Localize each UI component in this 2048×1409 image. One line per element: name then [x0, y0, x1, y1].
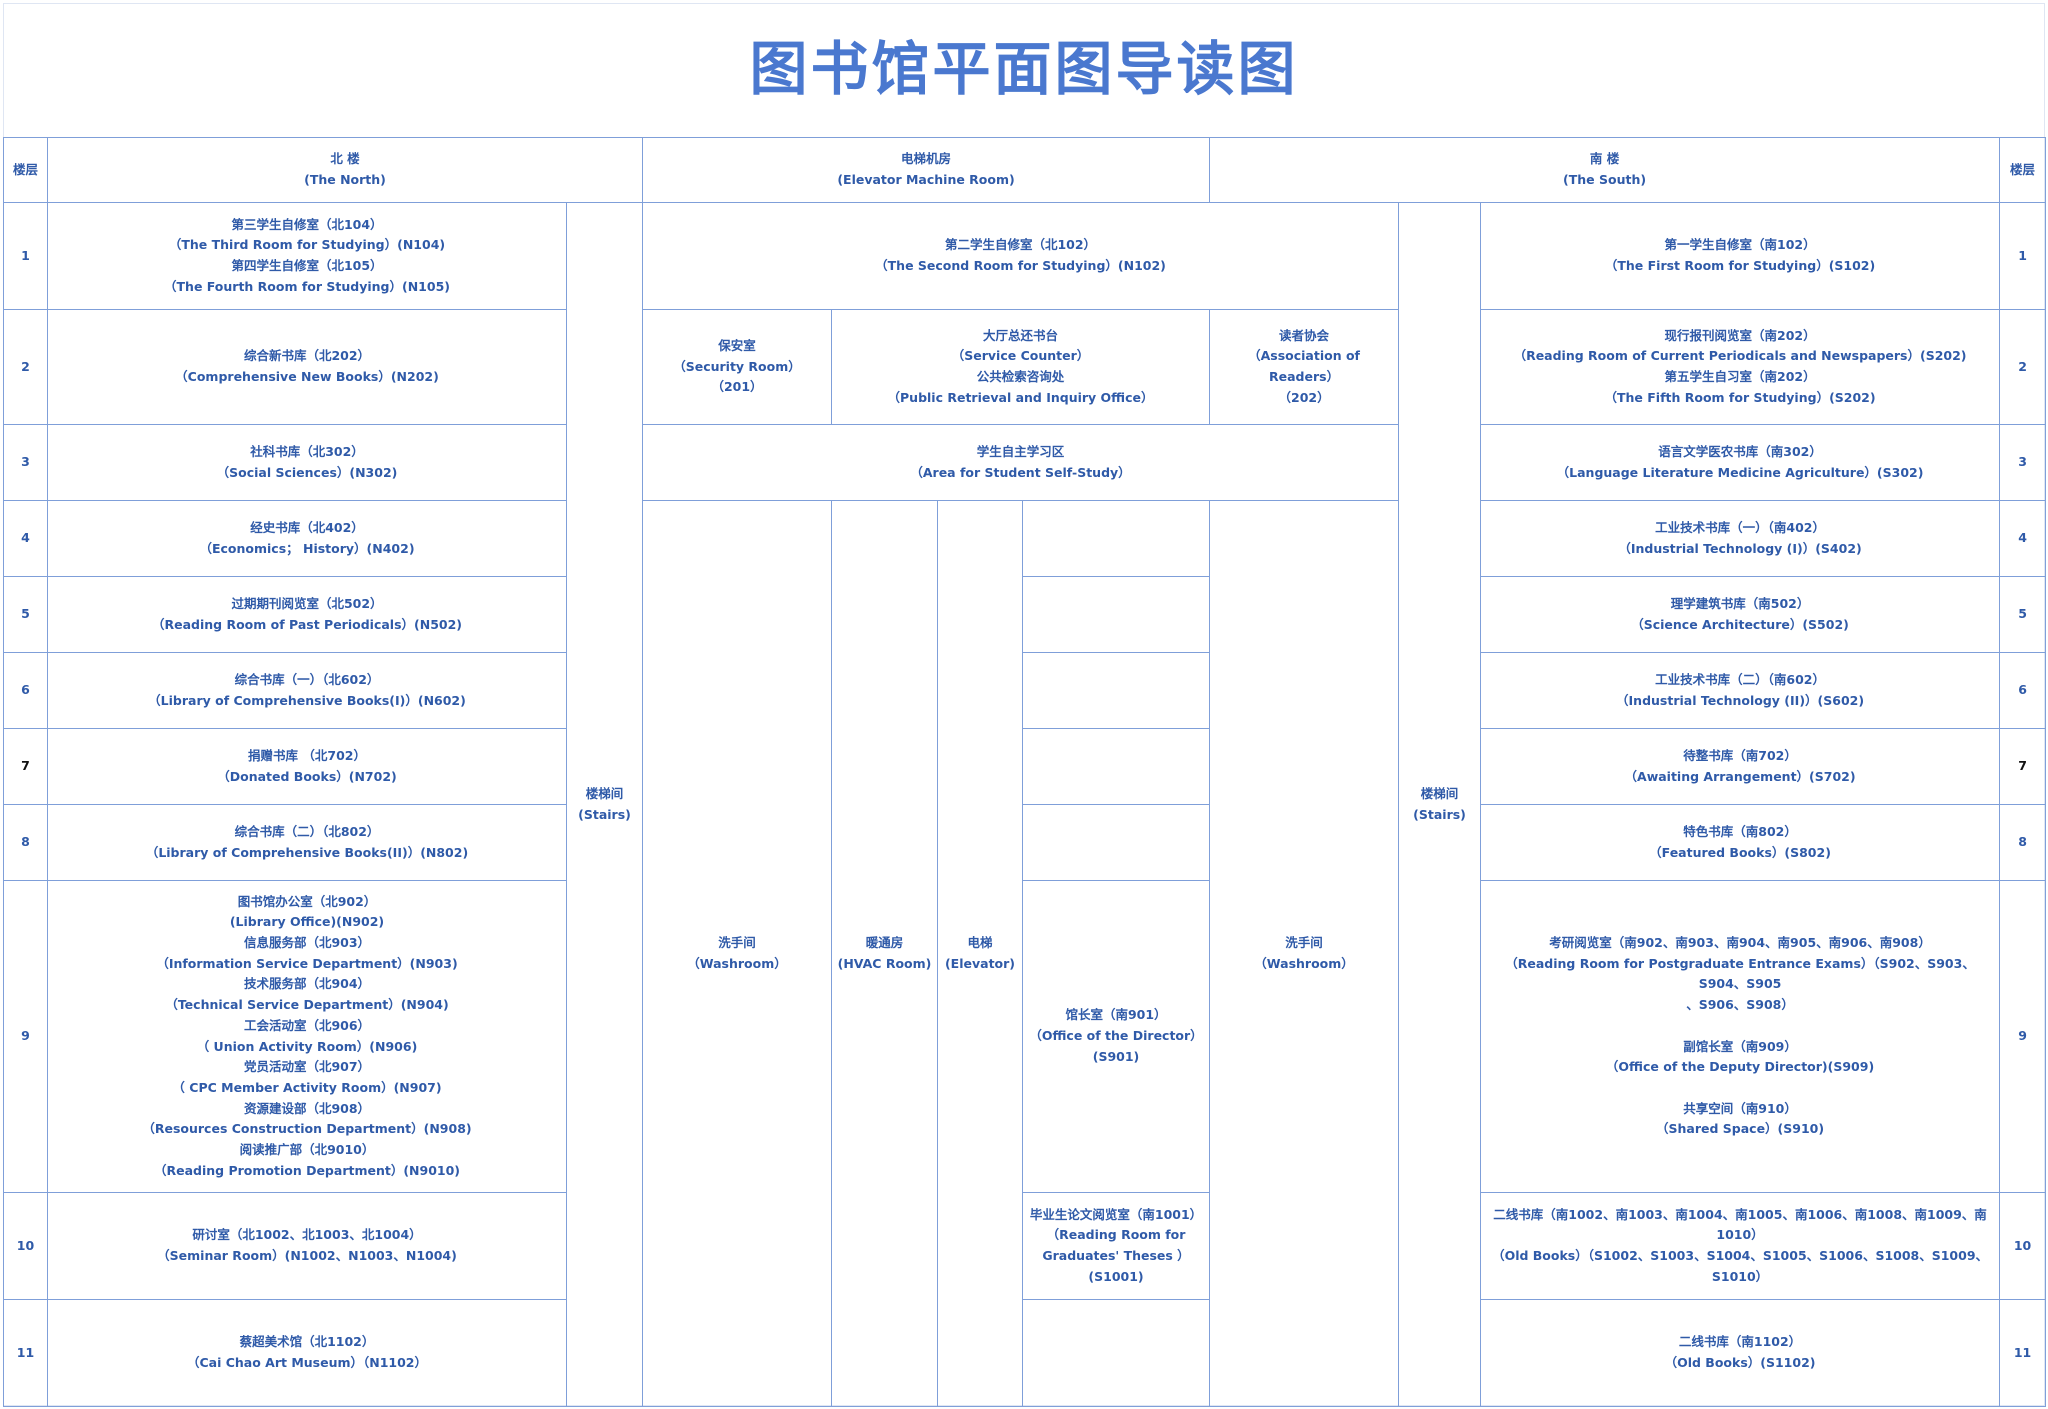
south-room-f9: 考研阅览室（南902、南903、南904、南905、南906、南908） （Re…	[1480, 880, 2001, 1193]
floor-row-10: 10 研讨室（北1002、北1003、北1004） （Seminar Room）…	[3, 1192, 2047, 1300]
north-room-f10: 研讨室（北1002、北1003、北1004） （Seminar Room）(N1…	[47, 1192, 567, 1300]
north-room-f6: 综合书库（一）（北602） （Library of Comprehensive …	[47, 652, 567, 729]
elevator: 电梯 (Elevator)	[937, 500, 1023, 1407]
floor-number-right: 7	[1999, 728, 2047, 805]
floor-row-7: 7 捐赠书库 （北702） （Donated Books）(N702) 待整书库…	[3, 728, 2047, 805]
floor-number-right: 8	[1999, 804, 2047, 881]
south-room-f10: 二线书库（南1002、南1003、南1004、南1005、南1006、南1008…	[1480, 1192, 2001, 1300]
north-room-f5: 过期期刊阅览室（北502） （Reading Room of Past Peri…	[47, 576, 567, 653]
north-room-f1: 第三学生自修室（北104） （The Third Room for Studyi…	[47, 202, 567, 310]
middle-empty-f8	[1021, 804, 1211, 881]
service-counter: 大厅总还书台 （Service Counter） 公共检索咨询处 （Public…	[830, 309, 1211, 425]
floor-number-left: 6	[3, 652, 48, 729]
floor-number-right: 5	[1999, 576, 2047, 653]
middle-empty-f5	[1021, 576, 1211, 653]
floor-number-left: 11	[3, 1299, 48, 1407]
north-room-f4: 经史书库（北402） （Economics； History）(N402)	[47, 500, 567, 577]
middle-washroom-east: 洗手间 （Washroom）	[1209, 500, 1400, 1407]
floor-number-left: 10	[3, 1192, 48, 1300]
floor-number-left: 1	[3, 202, 48, 310]
floor-number-left: 2	[3, 309, 48, 425]
student-self-study-area: 学生自主学习区 （Area for Student Self-Study）	[641, 424, 1400, 501]
south-room-f4: 工业技术书库（一）（南402） （Industrial Technology (…	[1480, 500, 2001, 577]
south-room-f5: 理学建筑书库（南502） （Science Architecture）(S502…	[1480, 576, 2001, 653]
middle-washroom-west: 洗手间 （Washroom）	[642, 500, 832, 1407]
south-room-f8: 特色书库（南802） （Featured Books）(S802)	[1480, 804, 2001, 881]
floor-number-left: 3	[3, 424, 48, 501]
floor-row-11: 11 蔡超美术馆（北1102） （Cai Chao Art Museum）（N1…	[3, 1299, 2047, 1407]
floor-number-left: 4	[3, 500, 48, 577]
readers-association: 读者协会 （Association of Readers） （202）	[1209, 309, 1400, 425]
middle-empty-f11	[1021, 1299, 1211, 1407]
floor-row-8: 8 综合书库（二）（北802） （Library of Comprehensiv…	[3, 804, 2047, 881]
floor-number-right: 2	[1999, 309, 2047, 425]
north-room-f11: 蔡超美术馆（北1102） （Cai Chao Art Museum）（N1102…	[47, 1299, 567, 1407]
floor-row-2: 2 综合新书库（北202） （Comprehensive New Books）(…	[3, 309, 2047, 425]
floor-row-6: 6 综合书库（一）（北602） （Library of Comprehensiv…	[3, 652, 2047, 729]
middle-empty-f6	[1021, 652, 1211, 729]
security-room: 保安室 （Security Room） （201）	[642, 309, 832, 425]
south-stairs: 楼梯间 (Stairs)	[1398, 202, 1482, 1407]
north-room-f9: 图书馆办公室（北902） (Library Office)(N902) 信息服务…	[47, 880, 567, 1193]
page-title: 图书馆平面图导读图	[749, 35, 1299, 103]
middle-room-f1: 第二学生自修室（北102） （The Second Room for Study…	[641, 202, 1400, 310]
south-room-f6: 工业技术书库（二）（南602） （Industrial Technology (…	[1480, 652, 2001, 729]
floor-header-left: 楼层	[3, 137, 48, 203]
floor-plan-table: 楼层 北 楼 (The North) 电梯机房 (Elevator Machin…	[3, 137, 2047, 1407]
south-room-f1: 第一学生自修室（南102） （The First Room for Studyi…	[1480, 202, 2001, 310]
north-building-header: 北 楼 (The North)	[47, 137, 643, 203]
floor-row-1: 1 第三学生自修室（北104） （The Third Room for Stud…	[3, 202, 2047, 1407]
floor-row-3: 3 社科书库（北302） （Social Sciences）(N302) 学生自…	[3, 424, 2047, 501]
north-room-f8: 综合书库（二）（北802） （Library of Comprehensive …	[47, 804, 567, 881]
north-room-f7: 捐赠书库 （北702） （Donated Books）(N702)	[47, 728, 567, 805]
floor-number-right: 9	[1999, 880, 2047, 1193]
north-room-f3: 社科书库（北302） （Social Sciences）(N302)	[47, 424, 567, 501]
floor-number-right: 11	[1999, 1299, 2047, 1407]
north-stairs: 楼梯间 (Stairs)	[566, 202, 643, 1407]
director-office: 馆长室（南901） （Office of the Director） (S901…	[1021, 880, 1211, 1193]
south-building-header: 南 楼 (The South)	[1209, 137, 2001, 203]
north-room-f2: 综合新书库（北202） （Comprehensive New Books）(N2…	[47, 309, 567, 425]
floor-row-9: 9 图书馆办公室（北902） (Library Office)(N902) 信息…	[3, 880, 2047, 1193]
floor-number-right: 4	[1999, 500, 2047, 577]
hvac-room: 暖通房 (HVAC Room)	[831, 500, 938, 1407]
south-room-f7: 待整书库（南702） （Awaiting Arrangement）(S702)	[1480, 728, 2001, 805]
floor-number-right: 3	[1999, 424, 2047, 501]
header-row: 楼层 北 楼 (The North) 电梯机房 (Elevator Machin…	[3, 137, 2047, 203]
middle-empty-f4	[1021, 500, 1211, 577]
floor-row-4: 4 经史书库（北402） （Economics； History）(N402) …	[3, 500, 2047, 1407]
floor-number-right: 6	[1999, 652, 2047, 729]
south-room-f3: 语言文学医农书库（南302） （Language Literature Medi…	[1480, 424, 2001, 501]
floor-number-right: 1	[1999, 202, 2047, 310]
south-room-f2: 现行报刊阅览室（南202） （Reading Room of Current P…	[1480, 309, 2001, 425]
floor-row-5: 5 过期期刊阅览室（北502） （Reading Room of Past Pe…	[3, 576, 2047, 653]
floor-number-left: 7	[3, 728, 48, 805]
floor-number-left: 9	[3, 880, 48, 1193]
south-room-f11: 二线书库（南1102） （Old Books）(S1102)	[1480, 1299, 2001, 1407]
floor-number-left: 5	[3, 576, 48, 653]
floor-number-left: 8	[3, 804, 48, 881]
elevator-machine-room-header: 电梯机房 (Elevator Machine Room)	[641, 137, 1211, 203]
floor-header-right: 楼层	[1999, 137, 2047, 203]
graduates-theses-room: 毕业生论文阅览室（南1001） （Reading Room for Gradua…	[1021, 1192, 1211, 1300]
floor-number-right: 10	[1999, 1192, 2047, 1300]
middle-empty-f7	[1021, 728, 1211, 805]
